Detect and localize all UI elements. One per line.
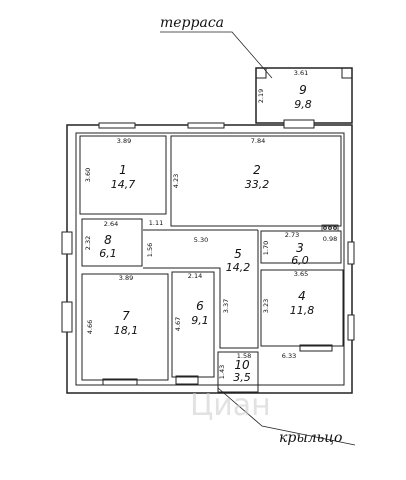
- dim-label: 3.89: [117, 137, 131, 145]
- room-7-number: 7: [122, 309, 130, 323]
- dim-label: 2.32: [84, 236, 92, 250]
- dim-label: 5.30: [194, 236, 208, 244]
- dim-label: 2.73: [285, 231, 299, 239]
- window: [283, 119, 315, 129]
- terrace-post: [341, 67, 353, 79]
- dim-label: 7.84: [251, 137, 265, 145]
- room-6-walls: [171, 271, 215, 378]
- room-4-walls: [260, 269, 344, 347]
- room-10-walls: [217, 351, 259, 393]
- dim-label: 2.64: [104, 220, 118, 228]
- dim-label: 0.98: [323, 235, 337, 243]
- dim-label: 3.60: [84, 168, 92, 182]
- window: [175, 375, 199, 385]
- porch-label: крыльцо: [279, 430, 342, 446]
- porch-leader: [217, 387, 356, 446]
- dim-label: 1.43: [218, 365, 226, 379]
- room-3-walls: [260, 230, 342, 264]
- window: [299, 344, 333, 352]
- dim-label: 1.56: [146, 243, 154, 257]
- room-8-number: 8: [104, 233, 112, 247]
- dim-label: 1.70: [262, 241, 270, 255]
- label-leaders: [160, 31, 356, 446]
- room-2-area: 33,2: [245, 178, 270, 191]
- room-6-number: 6: [196, 299, 204, 313]
- dim-label: 3.89: [119, 274, 133, 282]
- dim-label: 4.66: [86, 320, 94, 334]
- fixture-dot: [333, 226, 337, 230]
- fixture: [321, 224, 339, 232]
- window: [98, 122, 136, 129]
- window: [61, 301, 73, 333]
- room-4-area: 11,8: [290, 304, 315, 317]
- fixture-dot: [323, 226, 327, 230]
- room-6-area: 9,1: [191, 314, 209, 327]
- dim-label: 4.23: [172, 174, 180, 188]
- room-1-number: 1: [119, 163, 127, 177]
- dim-label: 3.23: [262, 299, 270, 313]
- dim-label: 6.33: [282, 352, 296, 360]
- room-3-number: 3: [296, 241, 304, 255]
- window: [61, 231, 73, 255]
- fixtures: [321, 224, 339, 232]
- room-1-area: 14,7: [111, 178, 136, 191]
- room-10-number: 10: [234, 358, 250, 372]
- room-1-walls: [79, 135, 167, 215]
- terrace-leader: [160, 31, 273, 79]
- watermark: Циан: [190, 388, 271, 423]
- room-2-walls: [170, 135, 342, 227]
- fixture-dot: [328, 226, 332, 230]
- dim-label: 3.37: [222, 299, 230, 313]
- dimension-labels: 3.61 2.19 3.89 7.84 3.60 4.23 2.64 1.11 …: [84, 69, 337, 379]
- dim-label: 2.19: [257, 89, 265, 103]
- window: [187, 122, 225, 129]
- window: [347, 241, 355, 265]
- window: [347, 314, 355, 341]
- room-5-number: 5: [234, 247, 242, 261]
- dim-label: 1.11: [149, 219, 163, 227]
- room-labels: 9 9,8 1 14,7 2 33,2 8 6,1 3 6,0 5 14,2 4…: [99, 83, 314, 384]
- room-10-area: 3,5: [233, 371, 251, 384]
- dim-label: 2.14: [188, 272, 202, 280]
- room-8-walls: [81, 218, 143, 267]
- windows: [61, 119, 355, 386]
- terrace-label: терраса: [160, 15, 224, 31]
- interior-walls: [79, 135, 344, 393]
- room-4-number: 4: [298, 289, 306, 303]
- room-9-number: 9: [299, 83, 307, 97]
- room-2-number: 2: [253, 163, 261, 177]
- room-7-area: 18,1: [114, 324, 139, 337]
- dim-label: 4.67: [174, 317, 182, 331]
- outer-wall-inner: [75, 132, 345, 386]
- dim-label: 1.58: [237, 352, 251, 360]
- room-5-area: 14,2: [226, 261, 251, 274]
- room-7-walls: [81, 273, 169, 381]
- room-8-area: 6,1: [99, 247, 117, 260]
- window: [102, 378, 138, 386]
- dim-label: 3.65: [294, 270, 308, 278]
- room-5-walls: [143, 229, 259, 349]
- terrace-post: [255, 67, 267, 79]
- room-9-area: 9,8: [294, 98, 312, 111]
- dim-label: 3.61: [294, 69, 308, 77]
- room-3-area: 6,0: [291, 254, 309, 267]
